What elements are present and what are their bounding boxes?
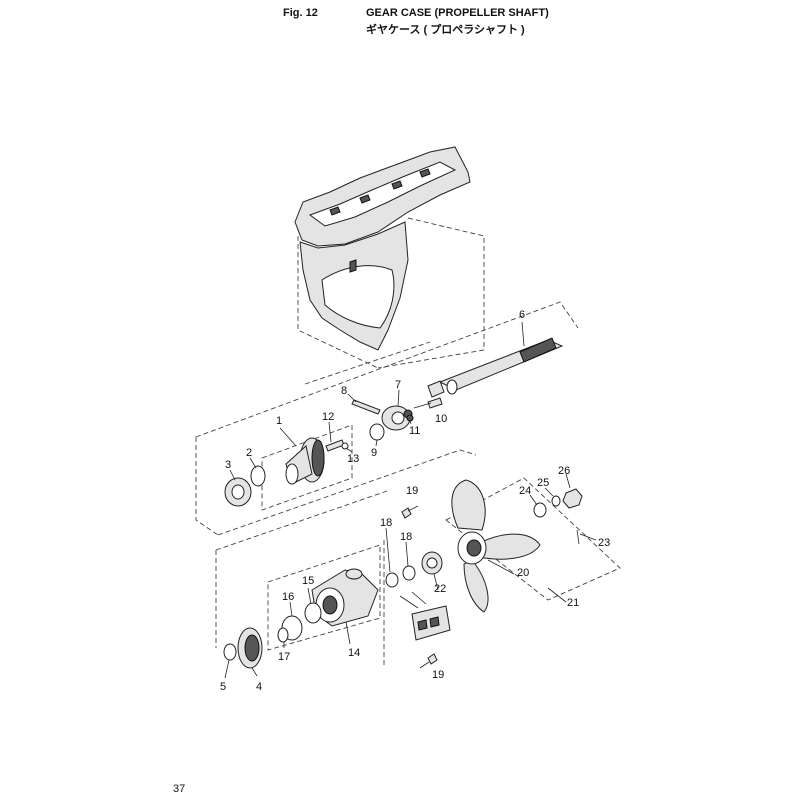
callout-23: 23 [598, 537, 610, 549]
bolt-upper [401, 505, 419, 519]
oil-seal-lower [402, 565, 416, 581]
callout-15: 15 [302, 575, 314, 587]
propeller [451, 479, 541, 613]
thrust-washer [237, 627, 263, 669]
washer [533, 502, 547, 518]
propeller-nut [562, 488, 583, 509]
callout-8: 8 [341, 385, 347, 397]
propeller-shaft-housing [311, 568, 379, 627]
callout-12: 12 [322, 411, 334, 423]
spacer [223, 643, 237, 661]
callout-21: 21 [567, 597, 579, 609]
propeller-shaft-group [195, 301, 579, 536]
ball-bearing [224, 477, 252, 507]
shim [250, 465, 266, 487]
flat-washer [551, 495, 561, 507]
callout-4: 4 [256, 681, 262, 693]
callout-1: 1 [276, 415, 282, 427]
page-number: 37 [173, 783, 186, 795]
callout-22: 22 [434, 583, 446, 595]
callout-20: 20 [517, 567, 529, 579]
gear-case-housing [294, 146, 485, 369]
callout-3: 3 [225, 459, 231, 471]
callout-26: 26 [558, 465, 570, 477]
steel-ball [341, 442, 349, 450]
callout-2: 2 [246, 447, 252, 459]
oil-seal-upper [385, 572, 399, 588]
reverse-gear [285, 437, 325, 485]
bearing-housing-group [215, 489, 391, 668]
propeller-shaft [427, 337, 564, 398]
seal-detail-inset [399, 591, 451, 641]
bolt-lower [419, 653, 438, 669]
clutch-dog [381, 405, 413, 431]
shift-plunger [427, 397, 443, 409]
callout-19-upper: 19 [406, 485, 418, 497]
callout-labels: 1 2 3 4 5 6 7 8 9 10 11 12 13 14 15 16 1… [220, 309, 610, 693]
figure-number: Fig. 12 [283, 7, 318, 19]
spring-clip [369, 423, 385, 441]
callout-14: 14 [348, 647, 360, 659]
leader-lines [224, 321, 597, 679]
callout-24: 24 [519, 485, 531, 497]
callout-6: 6 [519, 309, 525, 321]
oil-seal [277, 627, 289, 643]
callout-18-lower: 18 [400, 531, 412, 543]
cotter-pin [576, 529, 580, 545]
cross-pin [351, 399, 381, 415]
callout-5: 5 [220, 681, 226, 693]
callout-16: 16 [282, 591, 294, 603]
callout-18-upper: 18 [380, 517, 392, 529]
callout-19-lower: 19 [432, 669, 444, 681]
dowel-pin [325, 439, 345, 452]
callout-9: 9 [371, 447, 377, 459]
o-ring [304, 602, 322, 624]
figure-title: GEAR CASE (PROPELLER SHAFT) [366, 7, 549, 19]
callout-11: 11 [409, 425, 420, 437]
propeller-group [445, 477, 621, 601]
callout-25: 25 [537, 477, 549, 489]
callout-7: 7 [395, 379, 401, 391]
callout-13: 13 [347, 453, 359, 465]
callout-10: 10 [435, 413, 447, 425]
figure-title-japanese: ギヤケース ( プロペラシャフト ) [366, 24, 525, 36]
thrust-hub [421, 551, 443, 575]
callout-17: 17 [278, 651, 290, 663]
